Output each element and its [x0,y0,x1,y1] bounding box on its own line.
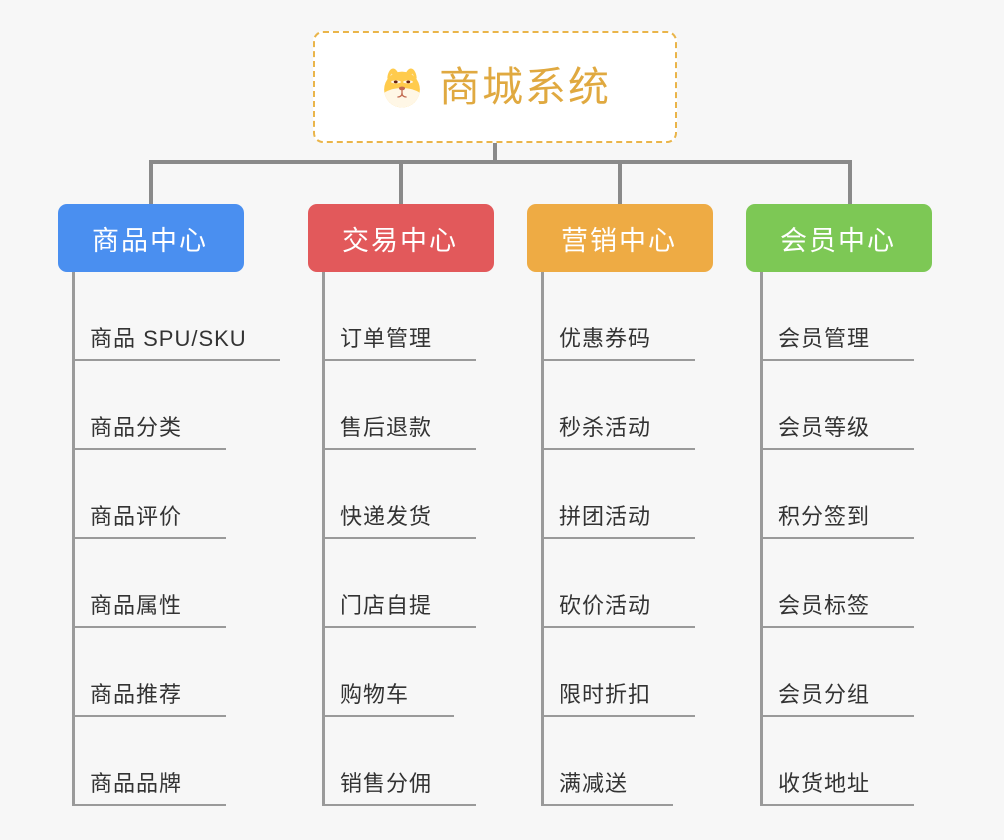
connector-root-stem [493,143,497,164]
root-title: 商城系统 [439,63,611,110]
leaf-label: 销售分佣 [340,771,433,796]
leaf-underline [541,804,673,806]
leaf-underline [541,537,695,539]
leaf-underline [72,715,226,717]
leaf-label: 商品 SPU/SKU [90,326,247,351]
leaf-underline [322,715,454,717]
branch-spine-member-center [760,272,763,806]
leaf-label: 满减送 [559,771,629,796]
leaf-underline [322,804,476,806]
leaf-underline [760,359,914,361]
connector-bus [149,160,852,164]
connector-drop-2 [399,160,403,206]
branch-spine-marketing-center [541,272,544,806]
leaf-label: 会员管理 [778,326,871,351]
connector-drop-4 [848,160,852,206]
leaf-underline [72,537,226,539]
leaf-label: 商品评价 [90,504,183,529]
leaf-underline [322,359,476,361]
leaf-label: 会员标签 [778,593,871,618]
leaf-underline [72,448,226,450]
branch-header-trade-center[interactable]: 交易中心 [308,204,494,272]
leaf-underline [322,537,476,539]
leaf-underline [322,448,476,450]
leaf-label: 优惠券码 [559,326,652,351]
leaf-underline [760,715,914,717]
leaf-label: 砍价活动 [559,593,652,618]
leaf-underline [760,804,914,806]
dog-face-icon [379,64,425,110]
branch-header-product-center[interactable]: 商品中心 [58,204,244,272]
leaf-label: 购物车 [340,682,410,707]
leaf-underline [322,626,476,628]
leaf-label: 拼团活动 [559,504,652,529]
leaf-label: 积分签到 [778,504,871,529]
leaf-underline [541,626,695,628]
leaf-label: 商品属性 [90,593,183,618]
leaf-label: 会员等级 [778,415,871,440]
connector-drop-1 [149,160,153,206]
leaf-label: 商品品牌 [90,771,183,796]
branch-header-member-center[interactable]: 会员中心 [746,204,932,272]
leaf-label: 秒杀活动 [559,415,652,440]
leaf-underline [760,448,914,450]
branch-spine-trade-center [322,272,325,806]
leaf-label: 商品推荐 [90,682,183,707]
leaf-underline [541,715,695,717]
root-node[interactable]: 商城系统 [313,31,677,143]
leaf-label: 门店自提 [340,593,433,618]
leaf-underline [72,626,226,628]
leaf-label: 商品分类 [90,415,183,440]
leaf-label: 收货地址 [778,771,871,796]
leaf-underline [72,804,226,806]
leaf-label: 会员分组 [778,682,871,707]
leaf-label: 订单管理 [340,326,433,351]
branch-spine-product-center [72,272,75,806]
leaf-label: 售后退款 [340,415,433,440]
leaf-label: 限时折扣 [559,682,652,707]
leaf-label: 快递发货 [340,504,433,529]
leaf-underline [760,537,914,539]
connector-drop-3 [618,160,622,206]
leaf-underline [541,359,695,361]
leaf-underline [541,448,695,450]
leaf-underline [760,626,914,628]
branch-header-marketing-center[interactable]: 营销中心 [527,204,713,272]
leaf-underline [72,359,280,361]
